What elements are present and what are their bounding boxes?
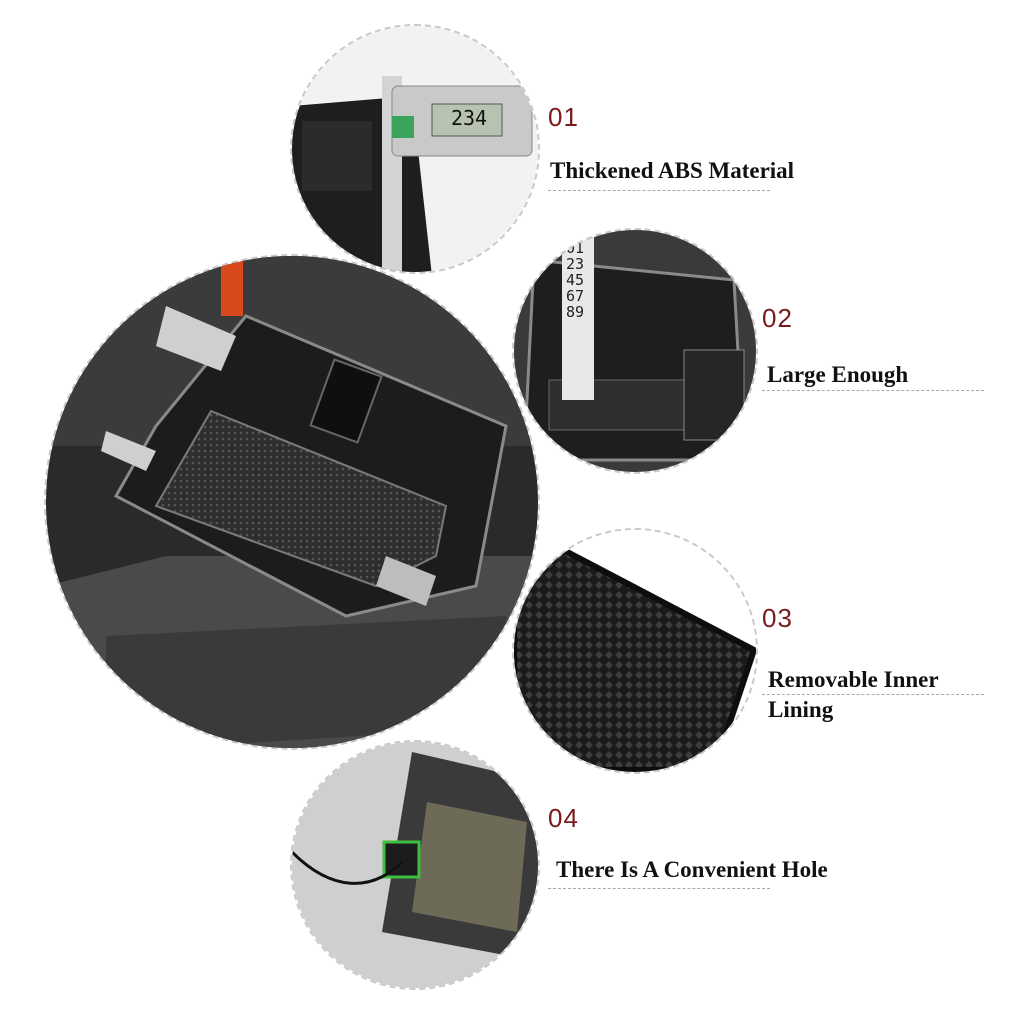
feature-3-divider <box>762 694 984 695</box>
feature-1-photo: 234 <box>290 24 540 274</box>
caliper-reading: 234 <box>450 106 488 130</box>
feature-1-label: Thickened ABS Material <box>550 158 795 183</box>
tray-illustration <box>101 306 508 618</box>
feature-2-photo: 0123456789 <box>512 228 758 474</box>
feature-2-number: 02 <box>762 303 793 333</box>
ruler-digits: 0123456789 <box>566 239 585 321</box>
feature-4-divider <box>548 888 770 889</box>
feature-3-number: 03 <box>762 603 793 633</box>
feature-2-label: Large Enough <box>767 362 909 387</box>
feature-1-number: 01 <box>548 102 579 132</box>
feature-3-label: Removable Inner Lining <box>768 667 939 722</box>
feature-3-photo <box>512 528 758 774</box>
feature-2-divider <box>762 390 984 391</box>
feature-4-number: 04 <box>548 803 579 833</box>
feature-4-label: There Is A Convenient Hole <box>556 857 828 882</box>
main-product-photo <box>44 254 540 750</box>
feature-4-photo <box>290 740 540 990</box>
feature-1-divider <box>548 190 770 191</box>
